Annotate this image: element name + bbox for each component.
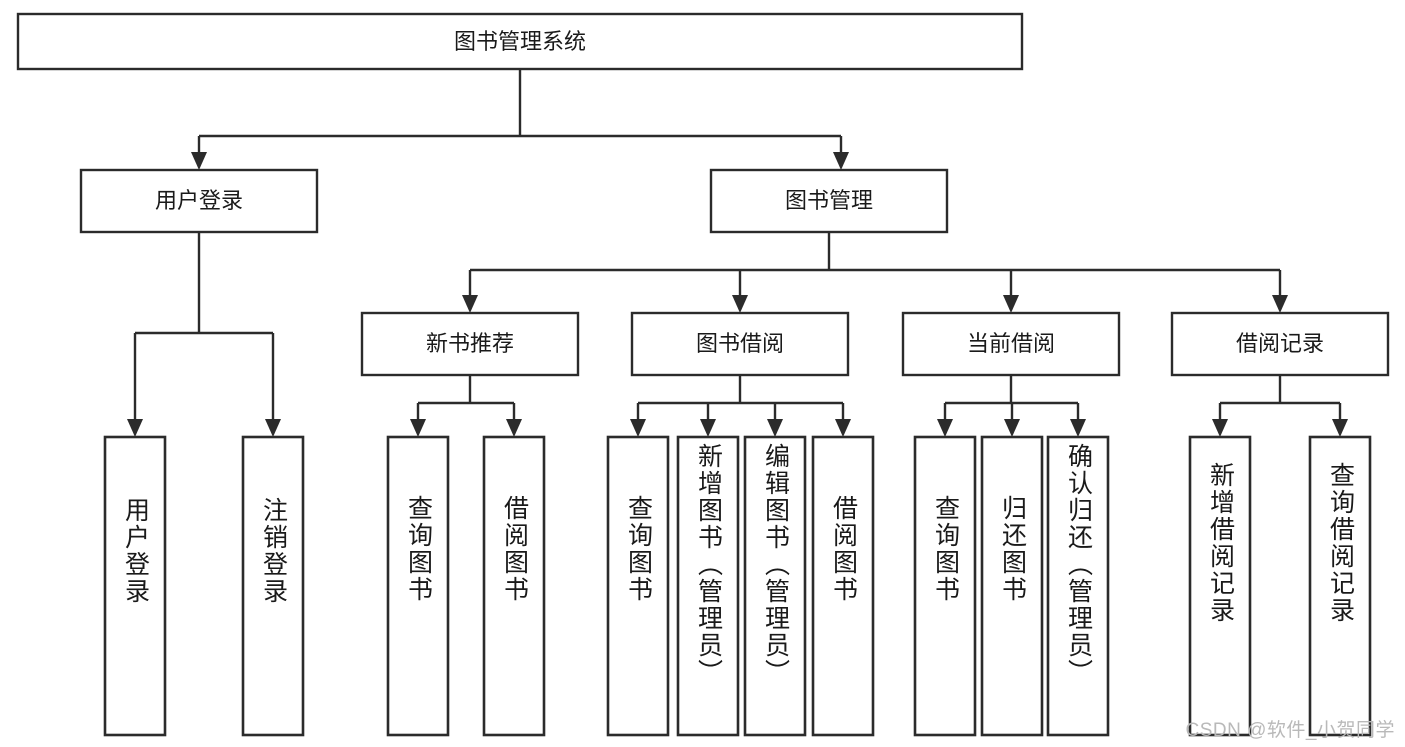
leaf-box-add-borrow-record[interactable]: [1188, 435, 1252, 737]
leaf-box-borrow-book[interactable]: [811, 435, 875, 737]
node-borrow-record[interactable]: 借阅记录: [1170, 311, 1390, 377]
leaf-box-query-borrow-record[interactable]: [1308, 435, 1372, 737]
node-borrow-record-box: [1170, 311, 1390, 377]
leaf-boxes: [103, 435, 1372, 737]
node-book-management[interactable]: 图书管理: [709, 168, 949, 234]
watermark-text: CSDN @软件_小贺同学: [1185, 720, 1395, 741]
node-current-borrow-label: 当前借阅: [967, 331, 1055, 356]
leaf-box-return-book[interactable]: [980, 435, 1044, 737]
node-book-borrow[interactable]: 图书借阅: [630, 311, 850, 377]
connector-root-to-level2: [191, 69, 849, 170]
node-book-borrow-label: 图书借阅: [696, 331, 784, 356]
node-new-book-recommend[interactable]: 新书推荐: [360, 311, 580, 377]
leaf-box-query-book-new[interactable]: [386, 435, 450, 737]
leaf-box-query-book-borrow[interactable]: [606, 435, 670, 737]
connector-current-to-leaves: [937, 375, 1086, 437]
leaf-box-add-book-admin[interactable]: [676, 435, 740, 737]
node-user-login-label: 用户登录: [155, 188, 243, 213]
node-book-management-box: [709, 168, 949, 234]
leaf-box-edit-book-admin[interactable]: [743, 435, 807, 737]
node-root-label: 图书管理系统: [454, 29, 586, 54]
node-current-borrow[interactable]: 当前借阅: [901, 311, 1121, 377]
node-new-book-recommend-box: [360, 311, 580, 377]
node-root[interactable]: 图书管理系统: [16, 12, 1024, 71]
node-borrow-record-label: 借阅记录: [1236, 331, 1324, 356]
node-book-borrow-box: [630, 311, 850, 377]
connector-newbook-to-leaves: [410, 375, 522, 437]
node-new-book-recommend-label: 新书推荐: [426, 331, 514, 356]
leaf-box-borrow-book-new[interactable]: [482, 435, 546, 737]
connector-userlogin-to-leaves: [127, 232, 281, 437]
connector-bookmgmt-to-level3: [462, 232, 1288, 313]
connector-record-to-leaves: [1212, 375, 1348, 437]
node-book-management-label: 图书管理: [785, 188, 873, 213]
leaf-box-user-login[interactable]: [103, 435, 167, 737]
leaf-box-query-book-current[interactable]: [913, 435, 977, 737]
leaf-box-logout[interactable]: [241, 435, 305, 737]
connector-borrow-to-leaves: [630, 375, 851, 437]
node-user-login[interactable]: 用户登录: [79, 168, 319, 234]
node-current-borrow-box: [901, 311, 1121, 377]
leaf-box-confirm-return-admin[interactable]: [1046, 435, 1110, 737]
node-root-box: [16, 12, 1024, 71]
node-user-login-box: [79, 168, 319, 234]
